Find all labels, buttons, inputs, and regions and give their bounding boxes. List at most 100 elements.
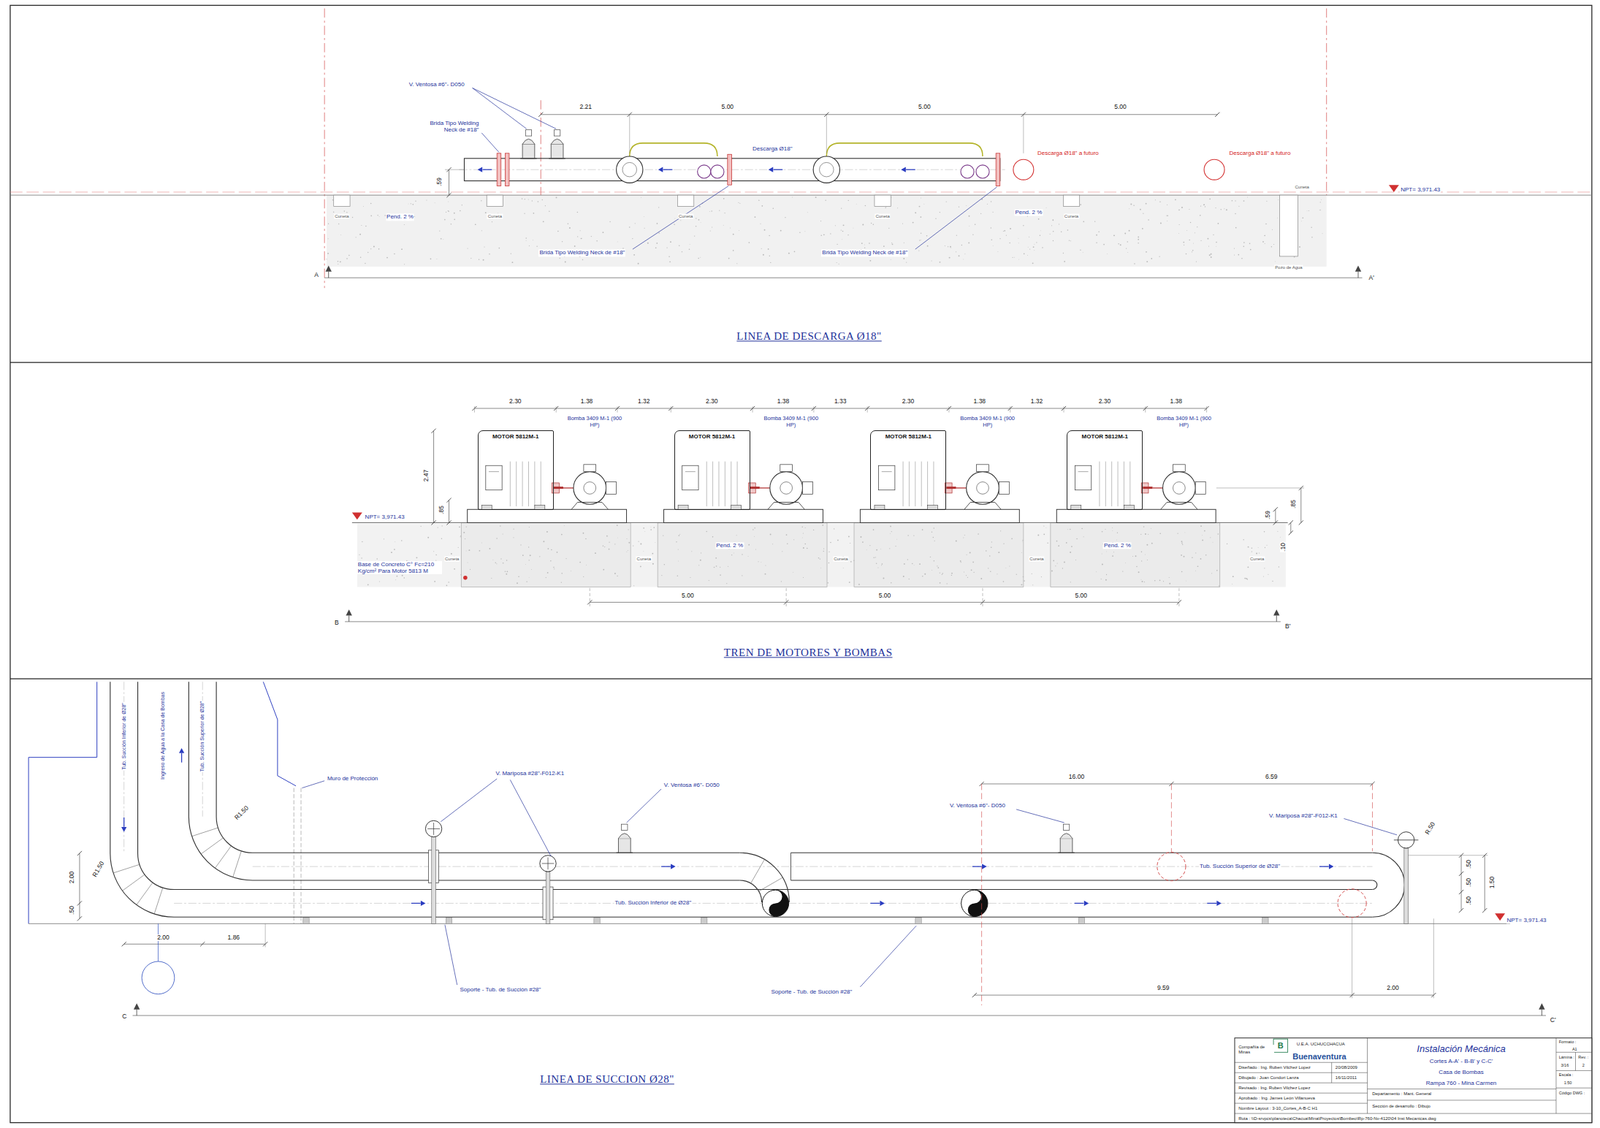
- elbow-segment: [122, 874, 146, 891]
- concrete-texture: [965, 574, 967, 576]
- section-title: TREN DE MOTORES Y BOMBAS: [723, 646, 894, 659]
- pump-discharge-flange: [583, 464, 597, 472]
- suction-elbow: [740, 880, 763, 903]
- pump-casing: [1163, 471, 1196, 505]
- title-block-rule: [1331, 1062, 1332, 1083]
- title-block-text: Departamento : Mant. General: [1371, 1091, 1432, 1097]
- title-block-rule: [1234, 1103, 1368, 1104]
- concrete-texture: [1247, 566, 1249, 568]
- concrete-texture: [1196, 226, 1198, 228]
- flow-arrow: [773, 169, 784, 171]
- concrete-texture: [1023, 253, 1026, 255]
- logo-letter: B: [1277, 1041, 1285, 1051]
- concrete-texture: [1201, 539, 1204, 542]
- concrete-texture: [1204, 530, 1206, 532]
- concrete-texture: [1215, 241, 1218, 244]
- concrete-texture: [1017, 237, 1020, 239]
- concrete-texture: [1039, 234, 1042, 236]
- concrete-texture: [579, 255, 581, 258]
- concrete-texture: [781, 550, 783, 552]
- concrete-texture: [467, 247, 469, 249]
- callout-label: V. Ventosa #6"- D050: [408, 81, 466, 88]
- title-block-text: Rev. :: [1577, 1054, 1590, 1060]
- dimension-label: 1.38: [1168, 398, 1183, 406]
- dimension-tick: [77, 851, 82, 856]
- concrete-texture: [626, 538, 627, 540]
- concrete-texture: [360, 557, 362, 559]
- concrete-texture: [545, 577, 547, 578]
- concrete-texture: [724, 212, 725, 214]
- concrete-texture: [972, 233, 974, 235]
- callout-label: V. Ventosa #6"- D050: [663, 782, 721, 790]
- concrete-texture: [972, 561, 974, 564]
- concrete-texture: [1223, 208, 1225, 209]
- concrete-texture: [1199, 214, 1202, 217]
- concrete-texture: [860, 249, 862, 250]
- concrete-texture: [393, 548, 396, 551]
- concrete-texture: [936, 565, 938, 567]
- concrete-texture: [1045, 527, 1047, 529]
- concrete-texture: [415, 556, 418, 559]
- concrete-texture: [833, 528, 835, 529]
- concrete-texture: [367, 252, 369, 253]
- concrete-texture: [1052, 560, 1055, 562]
- concrete-texture: [1052, 240, 1054, 242]
- concrete-texture: [425, 199, 427, 201]
- concrete-texture: [1008, 566, 1010, 567]
- concrete-texture: [414, 200, 416, 202]
- concrete-texture: [348, 254, 350, 257]
- concrete-texture: [433, 580, 436, 583]
- concrete-texture: [516, 582, 518, 584]
- concrete-texture: [1063, 561, 1066, 564]
- concrete-texture: [1249, 243, 1251, 245]
- concrete-texture: [920, 233, 922, 234]
- concrete-texture: [1188, 208, 1190, 210]
- concrete-texture: [1234, 200, 1236, 201]
- concrete-texture: [564, 256, 565, 258]
- concrete-texture: [992, 245, 994, 247]
- concrete-texture: [525, 237, 527, 239]
- concrete-texture: [1128, 230, 1131, 232]
- drawing-subtitle: Rampa 760 - Mina Carmen: [1425, 1080, 1497, 1088]
- concrete-texture: [1216, 569, 1218, 572]
- drive-shaft: [750, 486, 760, 489]
- concrete-texture: [944, 245, 946, 247]
- pump-shaft: [1152, 487, 1164, 489]
- dimension-line: [124, 943, 266, 945]
- concrete-texture: [1017, 258, 1020, 261]
- concrete-texture: [1043, 525, 1045, 527]
- concrete-texture: [1063, 260, 1066, 263]
- dimension-tick: [1298, 520, 1304, 525]
- section-title: LINEA DE DESCARGA Ø18": [735, 330, 882, 343]
- callout-label: Pend. 2 %: [385, 214, 415, 221]
- callout-label: Soporte - Tub. de Succión #28": [459, 986, 543, 993]
- concrete-texture: [992, 211, 994, 213]
- concrete-texture: [1211, 572, 1213, 574]
- cooling-fin: [724, 461, 726, 507]
- callout-label: Descarga Ø18": [751, 145, 793, 152]
- concrete-texture: [453, 212, 456, 215]
- note-label: Cuneta: [1063, 214, 1080, 220]
- concrete-texture: [1251, 550, 1253, 552]
- concrete-texture: [1003, 230, 1004, 232]
- section-arrow: [1538, 1003, 1545, 1009]
- note-label: Cuneta: [874, 214, 890, 220]
- concrete-texture: [1082, 220, 1085, 223]
- drawing-subtitle: Cortes A-A' - B-B' y C-C': [1429, 1057, 1494, 1065]
- concrete-texture: [491, 221, 493, 223]
- concrete-texture: [1212, 234, 1214, 236]
- concrete-texture: [569, 569, 572, 572]
- motor-label: MOTOR 5812M-1: [675, 433, 750, 440]
- concrete-texture: [1139, 208, 1142, 211]
- terminal-box: [878, 465, 895, 491]
- concrete-texture: [1225, 208, 1228, 211]
- concrete-texture: [1279, 536, 1281, 538]
- concrete-texture: [753, 216, 756, 218]
- concrete-texture: [914, 211, 917, 214]
- concrete-texture: [873, 254, 876, 256]
- concrete-texture: [1067, 229, 1069, 231]
- concrete-texture: [819, 558, 821, 559]
- callout-label: Brida Tipo Welding Neck de #18": [821, 249, 909, 257]
- concrete-texture: [786, 542, 789, 545]
